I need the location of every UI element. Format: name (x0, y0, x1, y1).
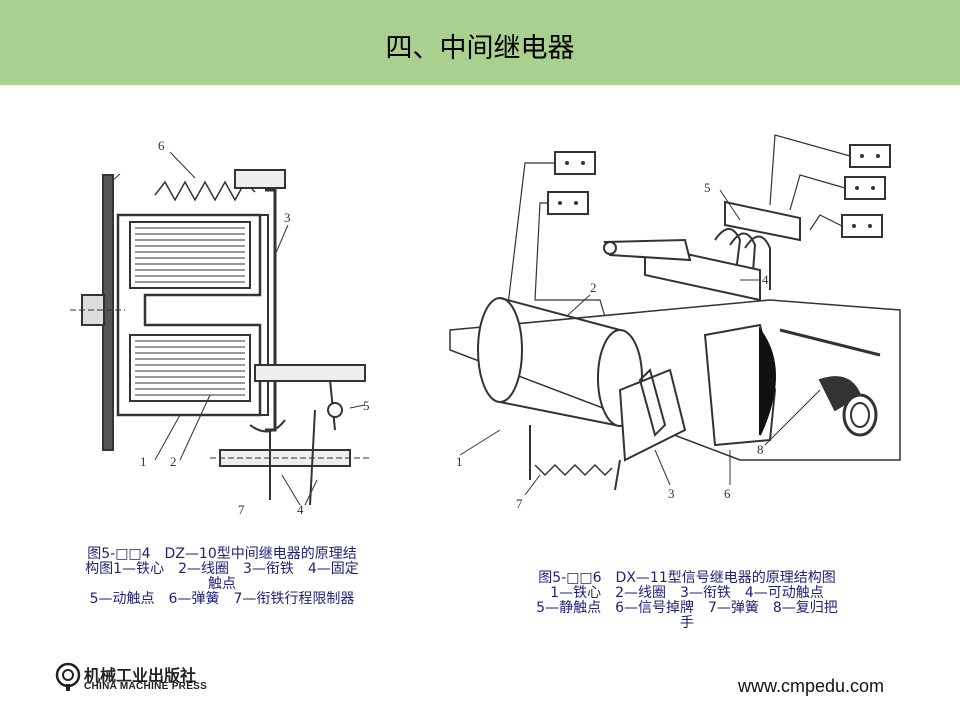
dz10-relay-diagram: 1 2 3 4 5 6 7 (70, 138, 370, 517)
label-5: 5 (363, 398, 370, 413)
label-1: 1 (140, 454, 147, 469)
label-7: 7 (516, 496, 523, 510)
label-3: 3 (668, 486, 675, 501)
label-6: 6 (724, 486, 731, 501)
slide-title: 四、中间继电器 (385, 33, 575, 64)
caption-right-line-4: 手 (680, 615, 694, 631)
caption-left-line-1: 图5-□□4 DZ—10型中间继电器的原理结 (87, 546, 357, 562)
label-6: 6 (158, 138, 165, 153)
caption-right: 图5-□□6 DX—11型信号继电器的原理结构图 1—铁心 2—线圈 3—衔铁 … (478, 571, 896, 631)
publisher-name-en: CHINA MACHINE PRESS (84, 681, 208, 692)
label-1: 1 (456, 454, 463, 469)
caption-right-line-1: 图5-□□6 DX—11型信号继电器的原理结构图 (538, 570, 836, 586)
publisher-logo-icon (55, 662, 81, 691)
label-4: 4 (297, 502, 304, 517)
website-url: www.cmpedu.com (738, 676, 885, 696)
caption-left: 图5-□□4 DZ—10型中间继电器的原理结 构图1—铁心 2—线圈 3—衔铁 … (36, 547, 408, 607)
label-7: 7 (238, 502, 245, 517)
slide-header (0, 0, 960, 85)
caption-left-line-3: 触点 (208, 576, 236, 592)
label-2: 2 (170, 454, 177, 469)
caption-right-line-3: 5—静触点 6—信号掉牌 7—弹簧 8—复归把 (536, 600, 838, 616)
caption-right-line-2: 1—铁心 2—线圈 3—衔铁 4—可动触点 (550, 585, 824, 601)
caption-left-line-2: 构图1—铁心 2—线圈 3—衔铁 4—固定 (85, 561, 359, 577)
label-8: 8 (757, 442, 764, 457)
label-2: 2 (590, 280, 597, 295)
caption-left-line-4: 5—动触点 6—弹簧 7—衔铁行程限制器 (89, 591, 355, 607)
dx11-relay-diagram: 1 2 3 4 5 6 7 8 (449, 134, 901, 510)
label-4: 4 (762, 272, 769, 287)
label-5: 5 (704, 180, 711, 195)
label-3: 3 (284, 210, 291, 225)
publisher-name-cn: 机械工业出版社 (84, 666, 197, 685)
